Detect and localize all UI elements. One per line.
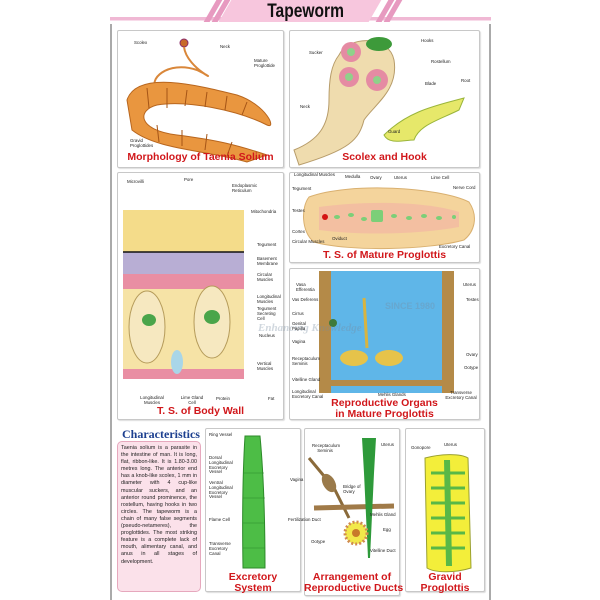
label-uterus: Uterus (394, 175, 407, 180)
label-longitudinal-muscles: Longitudinal Muscles (257, 294, 281, 304)
body-wall-illustration (123, 210, 244, 379)
label-ring-vessel: Ring Vessel (209, 432, 233, 437)
label-ovary: Ovary (370, 175, 382, 180)
label-cirrus: Cirrus (292, 311, 304, 316)
label-receptaculum-seminis: Receptaculum Seminis (292, 356, 321, 366)
label-guard: Guard (388, 129, 401, 134)
label-uterus: Uterus (444, 442, 457, 447)
panel-title-reproductive-1: Reproductive Organs (331, 397, 438, 409)
scolex-hook-illustration (293, 37, 465, 166)
label-sucker: Sucker (309, 50, 323, 55)
panel-title-morphology: Morphology of Taenia Solium (127, 151, 274, 163)
characteristics-text: Taenia solium is a parasite in the intes… (117, 441, 201, 592)
label-vitelline-duct: Vitelline Duct (370, 548, 396, 553)
gravid-proglottis-illustration (424, 454, 472, 573)
label-cortex: Cortex (292, 229, 305, 234)
watermark-since: SINCE 1980 (385, 301, 436, 311)
excretory-system-illustration (242, 435, 266, 569)
label-ootype: Ootype (464, 365, 479, 370)
panel-title-gravid-2: Proglottis (420, 582, 470, 594)
label-mehlis-glands: Mehlis Glands (378, 392, 406, 397)
label-ootype: Ootype (311, 539, 326, 544)
label-tegument: Tegument (257, 242, 277, 247)
reproductive-organs-illustration (319, 271, 454, 393)
label-gravid-proglottides: Gravid Proglottides (130, 138, 154, 148)
panel-title-reproductive-2: in Mature Proglottis (335, 408, 434, 420)
panel-reproductive-ducts (304, 428, 400, 596)
label-receptaculum-seminis: Receptaculum Seminis (312, 443, 341, 453)
label-excretory-canal: Excretory Canal (439, 244, 471, 249)
label-fat: Fat (268, 396, 275, 401)
label-lime-cell: Lime Cell (431, 175, 450, 180)
tapeworm-morphology-illustration (126, 38, 272, 163)
label-vitelline-gland: Vitelline Gland (292, 377, 321, 382)
label-testes: Testes (466, 297, 479, 302)
label-circular-muscles: Circular Muscles (292, 239, 325, 244)
label-mature-proglottide: Mature Proglottide (254, 58, 275, 68)
label-egg: Egg (383, 527, 391, 532)
characteristics-heading: Characteristics (122, 427, 200, 441)
label-longitudinal-excretory-canal: Longitudinal Excretory Canal (292, 389, 324, 399)
label-longitudinal-muscles: Longitudinal Muscles (294, 172, 336, 177)
label-endoplasmic-reticulum: Endoplasmic Reticulum (232, 183, 258, 193)
label-flame-cell: Flame Cell (209, 517, 230, 522)
label-fertilization-duct: Fertilization Duct (288, 517, 321, 522)
label-hooks: Hooks (421, 38, 434, 43)
panel-title-ducts-2: Reproductive Ducts (304, 582, 404, 594)
panel-title-excretory-2: System (234, 582, 272, 594)
label-vasa-efferentia: Vasa Efferentia (296, 282, 315, 292)
label-tegument: Tegument (292, 186, 312, 191)
label-protein: Protein (216, 396, 230, 401)
label-mehlis-gland: Mehlis Gland (370, 512, 396, 517)
label-mitochondria: Mitochondria (251, 209, 277, 214)
label-microvilli: Microvilli (127, 179, 144, 184)
label-dorsal-longitudinal-excretory-vessel: Dorsal Longitudinal Excretory Vessel (209, 455, 233, 475)
panel-title-scolex: Scolex and Hook (342, 151, 427, 163)
label-tegument-secreting-cell: Tegument Secreting Cell (257, 306, 277, 321)
label-transverse-excretory-canal: Transverse Excretory Canal (445, 390, 477, 400)
label-neck: Neck (220, 44, 231, 49)
mature-proglottis-illustration (303, 187, 475, 250)
label-pore: Pore (184, 177, 194, 182)
panel-title-mature-proglottis: T. S. of Mature Proglottis (322, 249, 447, 261)
panel-title-excretory-1: Excretory (228, 571, 278, 583)
watermark-tagline: Enhancing Knowledge (258, 322, 362, 334)
label-medulla: Medulla (345, 174, 361, 179)
label-gonopore: Gonopore (411, 445, 431, 450)
label-circular-muscles: Circular Muscles (257, 272, 274, 282)
panel-title-body-wall: T. S. of Body Wall (156, 405, 245, 417)
label-vas-deferens: Vas Deferens (292, 297, 319, 302)
label-uterus: Uterus (381, 442, 394, 447)
label-transverse-excretory-canal: Transverse Excretory Canal (209, 541, 231, 556)
label-longitudinal-muscles-bottom: Longitudinal Muscles (140, 395, 164, 405)
reproductive-ducts-illustration (307, 438, 395, 558)
label-testes: Testes (292, 208, 305, 213)
label-rostellum: Rostellum (431, 59, 451, 64)
label-nerve-cord: Nerve Cord (453, 185, 476, 190)
label-basement-membrane: Basement Membrane (257, 256, 278, 266)
label-vertical-muscles: Vertical Muscles (257, 361, 274, 371)
label-vagina: Vagina (290, 477, 304, 482)
label-ventral-longitudinal-excretory-vessel: Ventral Longitudinal Excretory Vessel (209, 480, 233, 500)
label-vagina: Vagina (292, 339, 306, 344)
label-neck: Neck (300, 104, 311, 109)
label-genital-papilla: Genital Papilla (292, 321, 306, 331)
label-nucleus: Nucleus (259, 333, 275, 338)
label-scolex: Scolex (134, 40, 148, 45)
panel-title-ducts-1: Arrangement of (312, 571, 392, 583)
page-title: Tapeworm (267, 1, 344, 22)
label-ovary: Ovary (466, 352, 478, 357)
label-root: Root (461, 78, 471, 83)
label-oviduct: Oviduct (332, 236, 347, 241)
label-uterus: Uterus (463, 282, 476, 287)
panel-title-gravid-1: Gravid (428, 571, 462, 583)
label-bridge-of-ovary: Bridge of Ovary (343, 484, 361, 494)
label-blade: Blade (425, 81, 437, 86)
label-lime-gland-cell: Lime Gland Cell (180, 395, 204, 405)
